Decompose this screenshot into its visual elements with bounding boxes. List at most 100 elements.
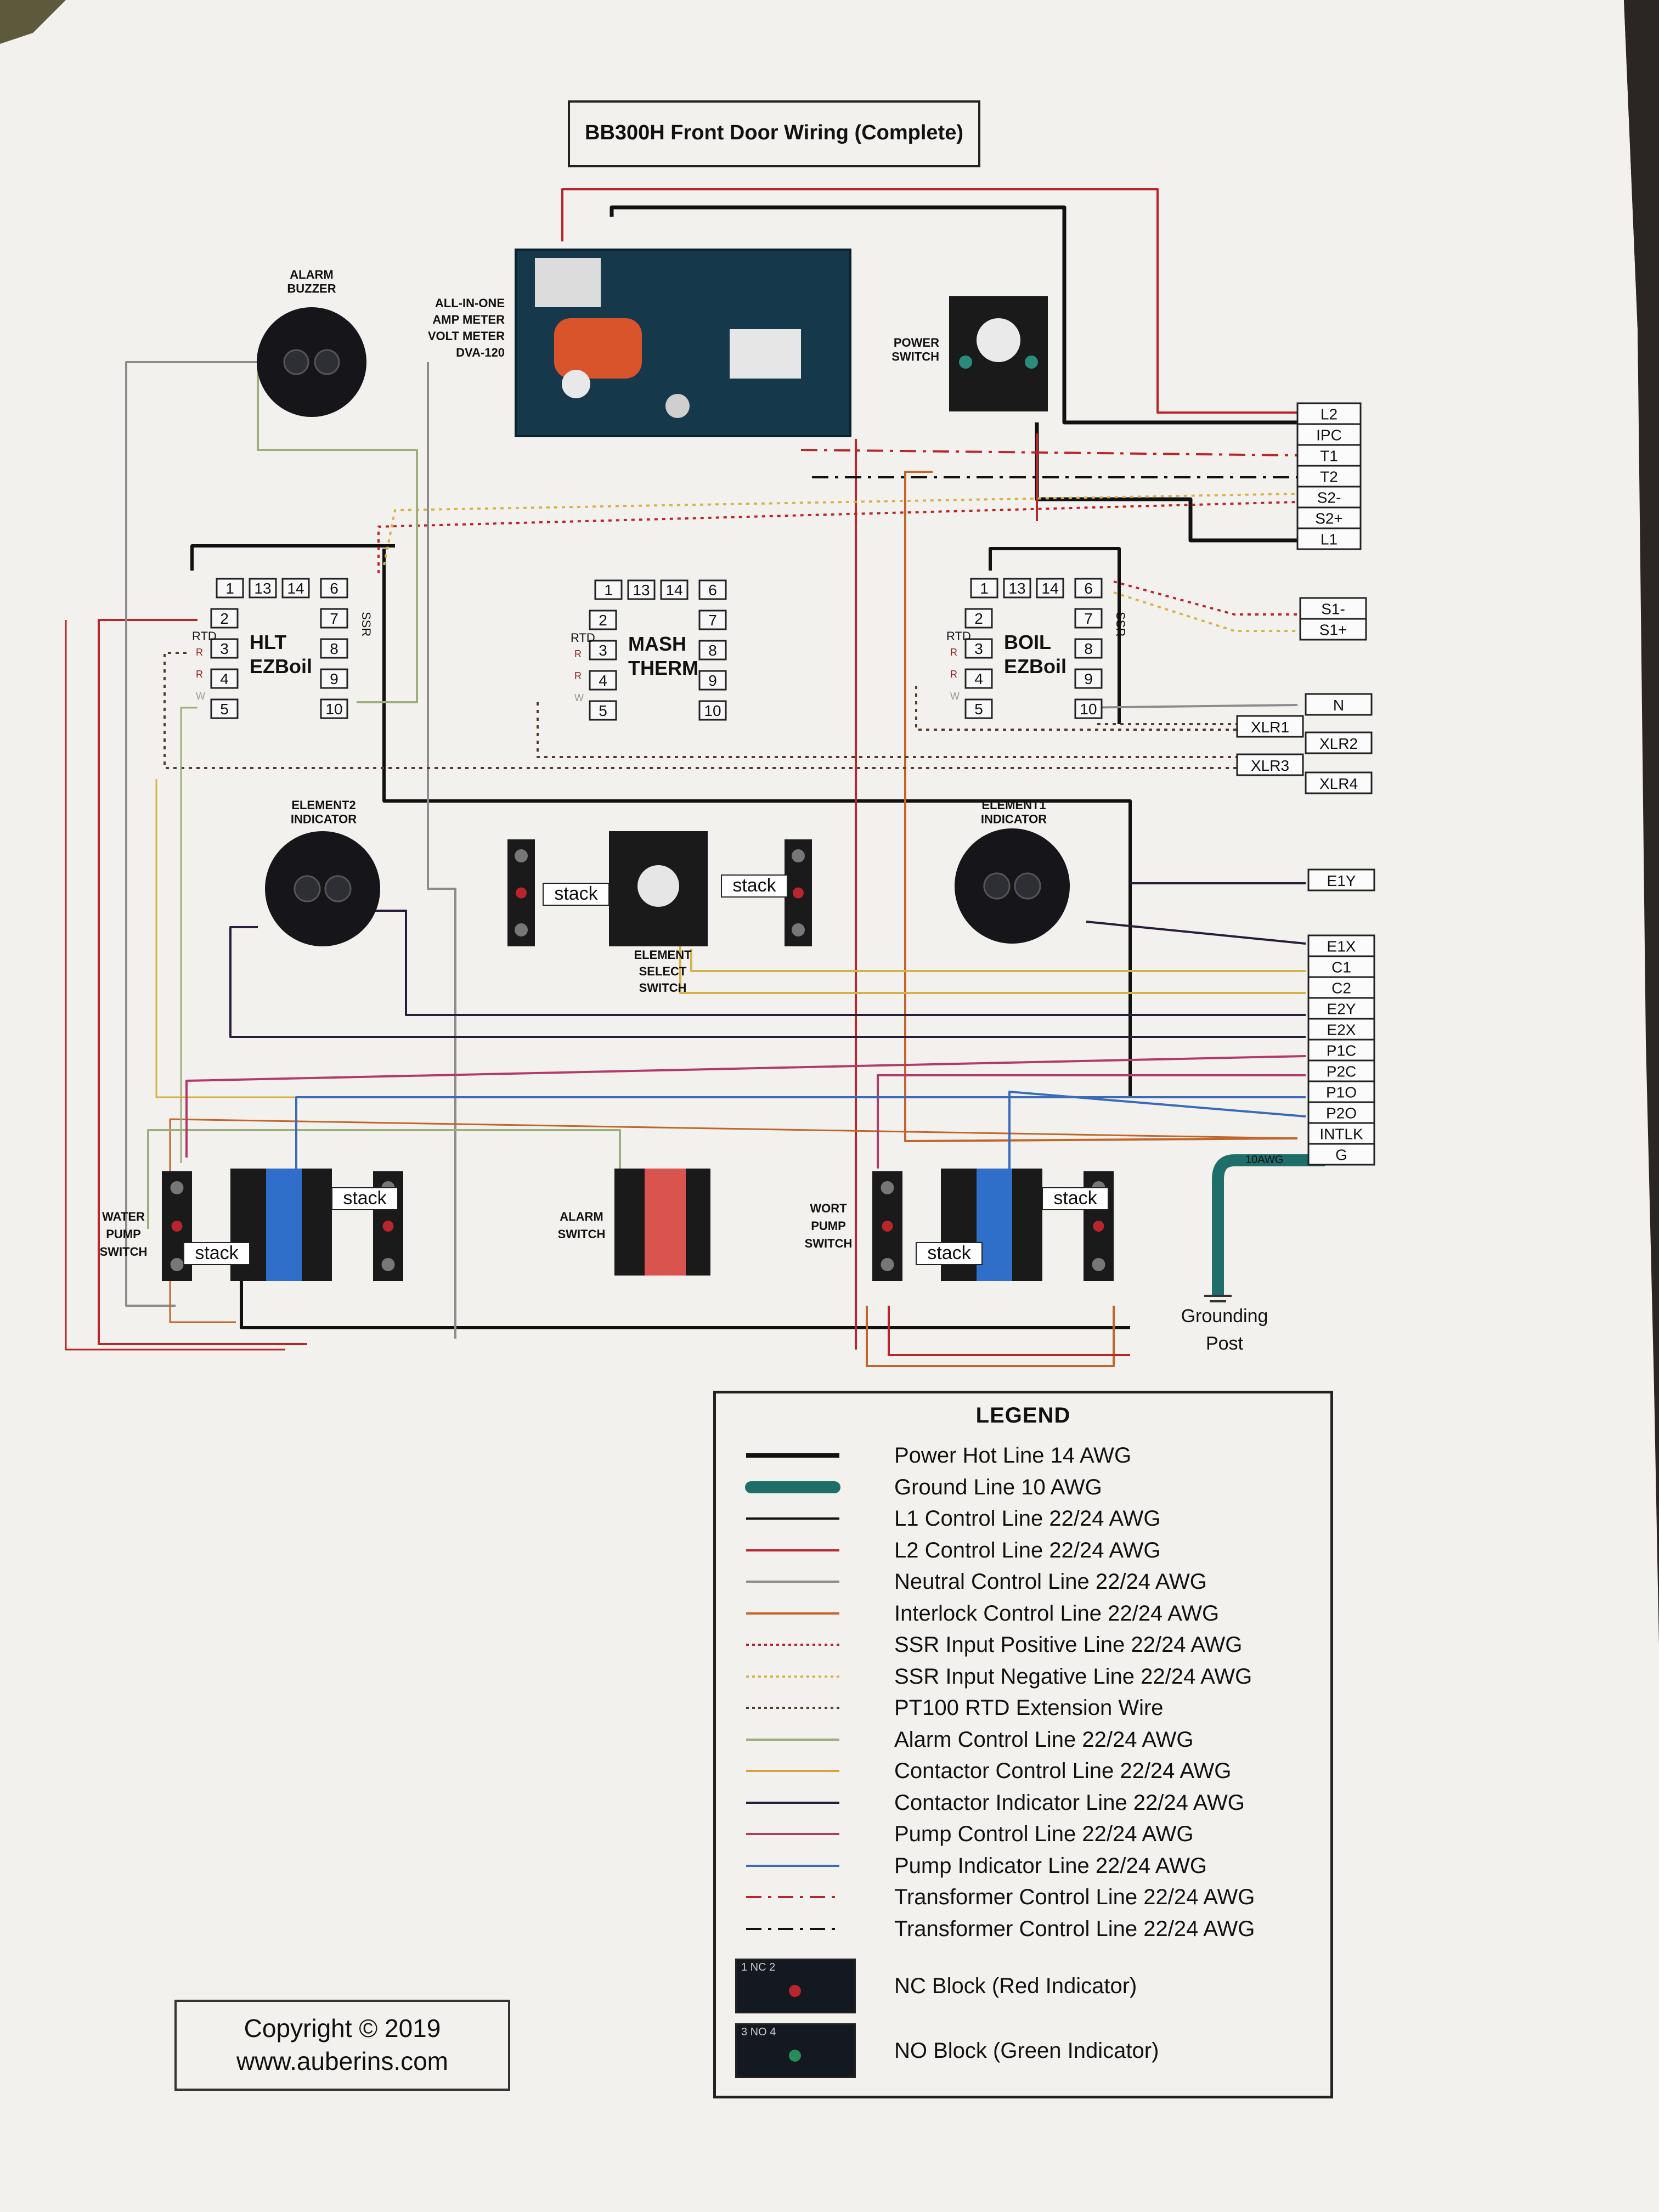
stack-label: stack	[927, 1243, 971, 1263]
terminal-e1y-label: E1Y	[1327, 872, 1356, 889]
switch-screw	[1092, 1258, 1105, 1271]
stack-label: stack	[195, 1243, 239, 1263]
terminal-number: 4	[220, 670, 229, 687]
legend-swatch	[746, 1896, 839, 1898]
rtd-label: RTD	[571, 631, 595, 645]
legend-item: Pump Indicator Line 22/24 AWG	[716, 1850, 1330, 1881]
legend-box: LEGEND Power Hot Line 14 AWG Ground Line …	[713, 1391, 1333, 2098]
terminal-n-cell	[1305, 693, 1373, 716]
indicator-screw	[294, 875, 321, 902]
ground-wire	[1212, 1154, 1325, 1295]
terminal-bottom-label: C2	[1331, 980, 1351, 997]
alarm-wire	[180, 707, 198, 1163]
terminal	[1003, 578, 1031, 599]
copyright-line: Copyright © 2019	[244, 2014, 441, 2042]
alarm-wire	[257, 362, 418, 703]
rtd-label: RTD	[946, 629, 971, 643]
amp-volt-meter	[515, 249, 851, 437]
awg-label: 10AWG	[1245, 1154, 1283, 1166]
contactor-control-wire	[679, 944, 1306, 994]
pump-control-wire	[65, 620, 285, 1351]
terminal-number: 14	[1041, 580, 1058, 597]
contactor-indicator-wire	[362, 910, 1306, 1016]
terminal	[1074, 578, 1103, 599]
pump-control-wire	[888, 1306, 1130, 1356]
contactor-control-wire	[690, 949, 1306, 972]
alarm-buzzer-label: BUZZER	[287, 281, 336, 295]
terminal	[210, 698, 239, 719]
stack-label: stack	[343, 1188, 387, 1209]
block-indicator-led	[789, 1985, 801, 1997]
terminal	[589, 700, 617, 721]
switch-led	[882, 1221, 893, 1232]
element-select-label: SWITCH	[639, 981, 687, 995]
legend-label: Pump Control Line 22/24 AWG	[894, 1822, 1194, 1846]
terminal-number: 9	[1084, 670, 1093, 687]
terminal-number: 4	[599, 672, 607, 689]
terminal-bottom-label: C1	[1331, 959, 1351, 976]
terminal	[320, 698, 348, 719]
ssr-label: SSR	[1114, 612, 1127, 636]
terminal	[216, 578, 244, 599]
grounding-symbol	[1204, 1295, 1232, 1302]
meter-component	[665, 394, 690, 418]
element-select-label: ELEMENT	[634, 948, 692, 962]
terminal-bottom-label: P1C	[1327, 1042, 1356, 1059]
terminal-number: 6	[1084, 580, 1093, 597]
terminal-number: 1	[225, 580, 234, 597]
legend-label: Transformer Control Line 22/24 AWG	[894, 1916, 1255, 1941]
meter-component	[562, 370, 590, 398]
controller-name: THERM	[628, 657, 698, 679]
pump-indicator-wire	[295, 1096, 1306, 1169]
switch-screw	[170, 1181, 184, 1194]
copyright-box: Copyright © 2019 www.auberins.com	[174, 2000, 510, 2091]
terminal-e1y-cell	[1307, 868, 1375, 891]
block-icon-text: 1 NC 2	[741, 1961, 776, 1973]
grounding-post-label: Grounding	[1181, 1306, 1268, 1327]
legend-label: Transformer Control Line 22/24 AWG	[894, 1885, 1255, 1909]
neutral-wire	[427, 362, 456, 1339]
rtd-mark: R	[574, 648, 582, 659]
terminal	[589, 670, 617, 691]
wort-pump-label: WORT	[810, 1201, 847, 1215]
element1-indicator	[955, 828, 1070, 944]
neutral-wire	[125, 361, 258, 1307]
terminal	[698, 610, 727, 630]
legend-item: SSR Input Positive Line 22/24 AWG	[716, 1629, 1330, 1660]
interlock-wire	[866, 1306, 1115, 1367]
element-select-label: SELECT	[639, 964, 687, 978]
rtd-wire	[537, 702, 1262, 758]
water-pump-switch	[230, 1169, 332, 1281]
terminal-bottom-label: E2X	[1327, 1022, 1356, 1039]
terminal-number: 1	[604, 582, 613, 599]
terminal-number: 6	[708, 582, 717, 599]
legend-item: Ground Line 10 AWG	[716, 1472, 1330, 1503]
terminal-n-cell	[1305, 731, 1373, 754]
rtd-wire	[163, 652, 1262, 769]
meter-label: DVA-120	[456, 346, 505, 359]
legend-item: Power Hot Line 14 AWG	[716, 1440, 1330, 1471]
power-switch-label: POWER	[894, 336, 939, 349]
terminal-number: 4	[974, 670, 983, 687]
terminal	[964, 668, 993, 689]
alarm-wire	[147, 1129, 621, 1229]
block-indicator-led	[789, 2050, 801, 2062]
controller-name: EZBoil	[250, 655, 312, 678]
terminal-top-label: IPC	[1316, 427, 1342, 444]
terminal-number: 8	[1084, 640, 1093, 657]
switch-screw	[381, 1258, 395, 1271]
switch-screw	[792, 849, 805, 862]
legend-title: LEGEND	[975, 1403, 1071, 1427]
terminal-number: 8	[708, 642, 717, 659]
alarm-switch-block	[614, 1169, 645, 1276]
l2-control-wire	[561, 188, 1297, 414]
terminal-n-label: XLR2	[1319, 735, 1358, 752]
terminal-top-label: L1	[1321, 531, 1338, 548]
terminal-top-cell	[1296, 444, 1362, 467]
legend-swatch	[746, 1833, 839, 1835]
stack-tag	[331, 1187, 398, 1210]
legend-label: Ground Line 10 AWG	[894, 1475, 1102, 1499]
